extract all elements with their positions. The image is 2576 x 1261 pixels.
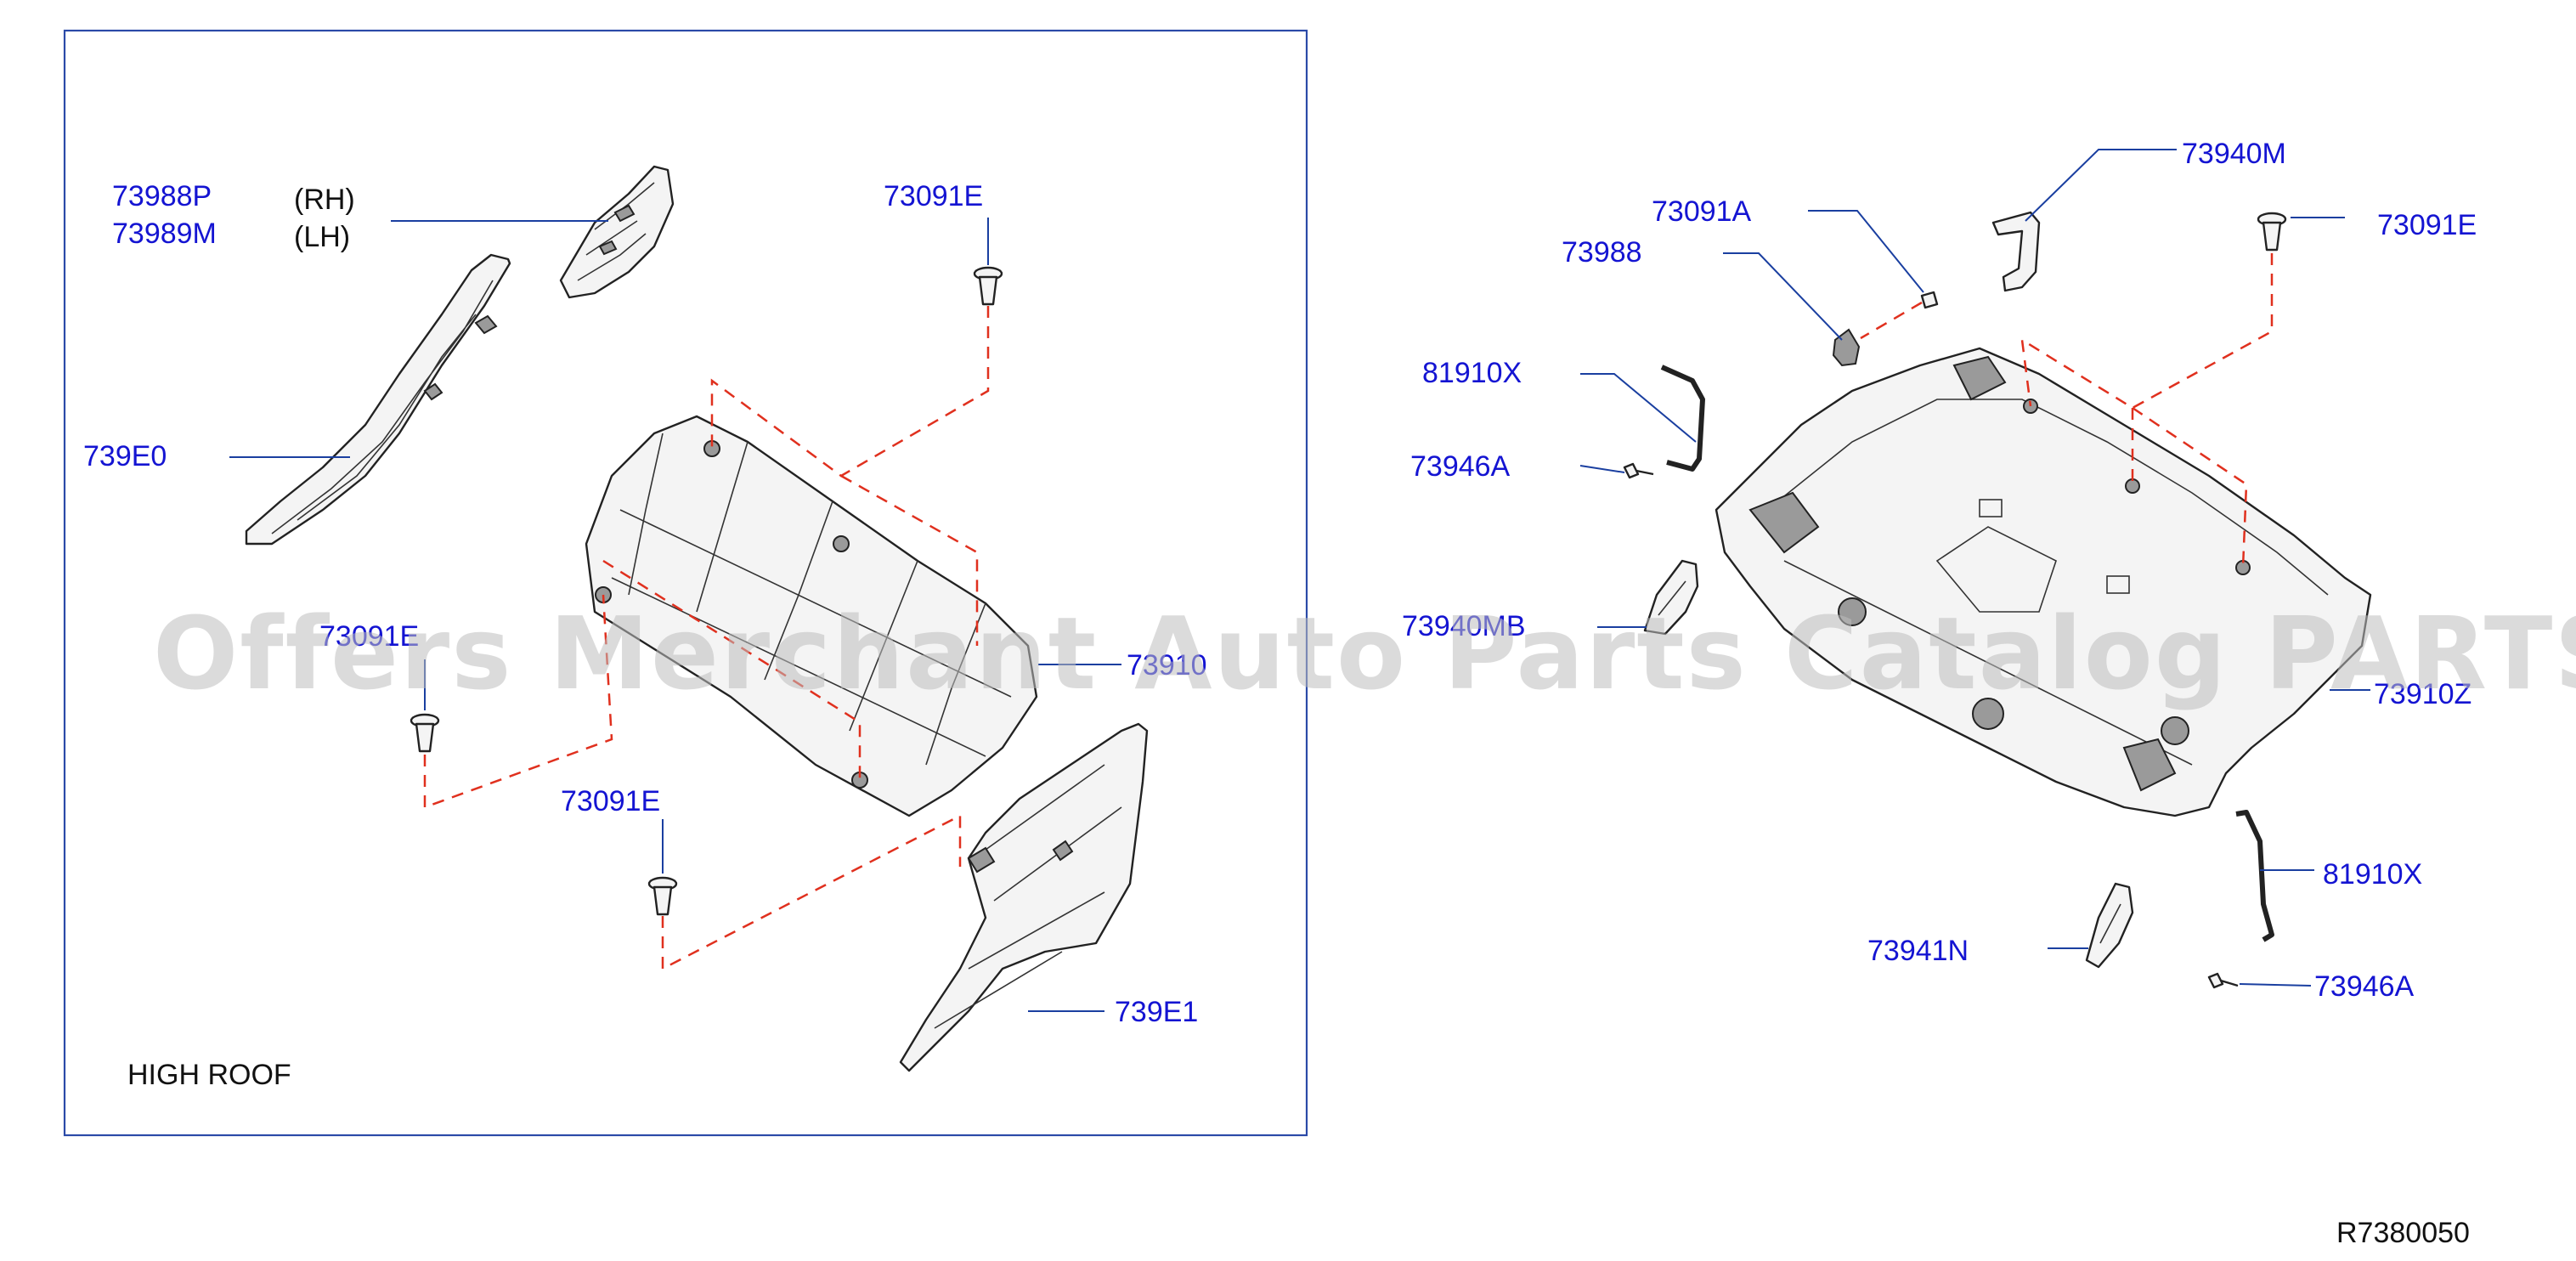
wire-81910x-bottom-part (2235, 810, 2274, 942)
label-739e0: 739E0 (83, 440, 167, 472)
assist-grip-73940m-part (1991, 211, 2041, 292)
label-73910-left: 73910 (1127, 649, 1207, 681)
label-81910x-bottom: 81910X (2323, 858, 2422, 891)
side-trim-739e0-part (245, 253, 511, 546)
label-739e1: 739E1 (1115, 996, 1198, 1028)
clip-73091e-left-part (410, 713, 440, 753)
side-trim-739e1-part (899, 722, 1149, 1072)
label-73988: 73988 (1562, 236, 1642, 269)
rear-roof-trim-73910-part (585, 415, 1038, 817)
label-73988p: 73988P (112, 180, 212, 212)
label-rh: (RH) (294, 184, 355, 216)
label-73946a-bottom: 73946A (2314, 970, 2415, 1003)
label-73091e-left: 73091E (319, 620, 419, 653)
label-73910z: 73910Z (2374, 678, 2471, 710)
watermark-text: Offers Merchant Auto Parts Catalog PARTS… (153, 595, 2576, 712)
left-panel-frame (63, 29, 1308, 1137)
label-73989m: 73989M (112, 218, 217, 250)
headliner-73910z-part (1715, 347, 2372, 817)
clip-73091e-bottom-part (647, 876, 678, 916)
label-73091a: 73091A (1652, 195, 1752, 228)
wire-81910x-top-part (1660, 365, 1705, 472)
clip-73091e-right-part (2257, 212, 2287, 252)
clip-73091e-top-part (973, 266, 1003, 306)
screw-73946a-bottom-part (2207, 972, 2239, 989)
label-73940m: 73940M (2182, 138, 2286, 170)
label-73091e-bottom: 73091E (561, 785, 660, 817)
diagram-reference-code: R7380050 (2336, 1217, 2470, 1249)
label-73940mb: 73940MB (1402, 610, 1526, 642)
left-guide-lines (423, 306, 990, 971)
label-73091e-top: 73091E (884, 180, 983, 212)
left-leader-lines (229, 218, 1121, 1012)
pillar-trim-upper-part (559, 165, 675, 299)
label-73091e-right: 73091E (2377, 209, 2477, 241)
assist-grip-73941n-part (2085, 882, 2134, 969)
screw-73091a-part (1860, 291, 1939, 340)
label-73946a-top: 73946A (1410, 450, 1511, 483)
label-lh: (LH) (294, 221, 350, 253)
right-leader-lines (1579, 149, 2370, 987)
assist-grip-73940mb-part (1643, 559, 1699, 636)
screw-73946a-top-part (1623, 462, 1654, 479)
label-81910x-top: 81910X (1422, 357, 1522, 389)
label-high-roof: HIGH ROOF (127, 1059, 291, 1091)
right-guide-lines (2020, 253, 2274, 568)
label-73941n: 73941N (1867, 935, 1969, 967)
